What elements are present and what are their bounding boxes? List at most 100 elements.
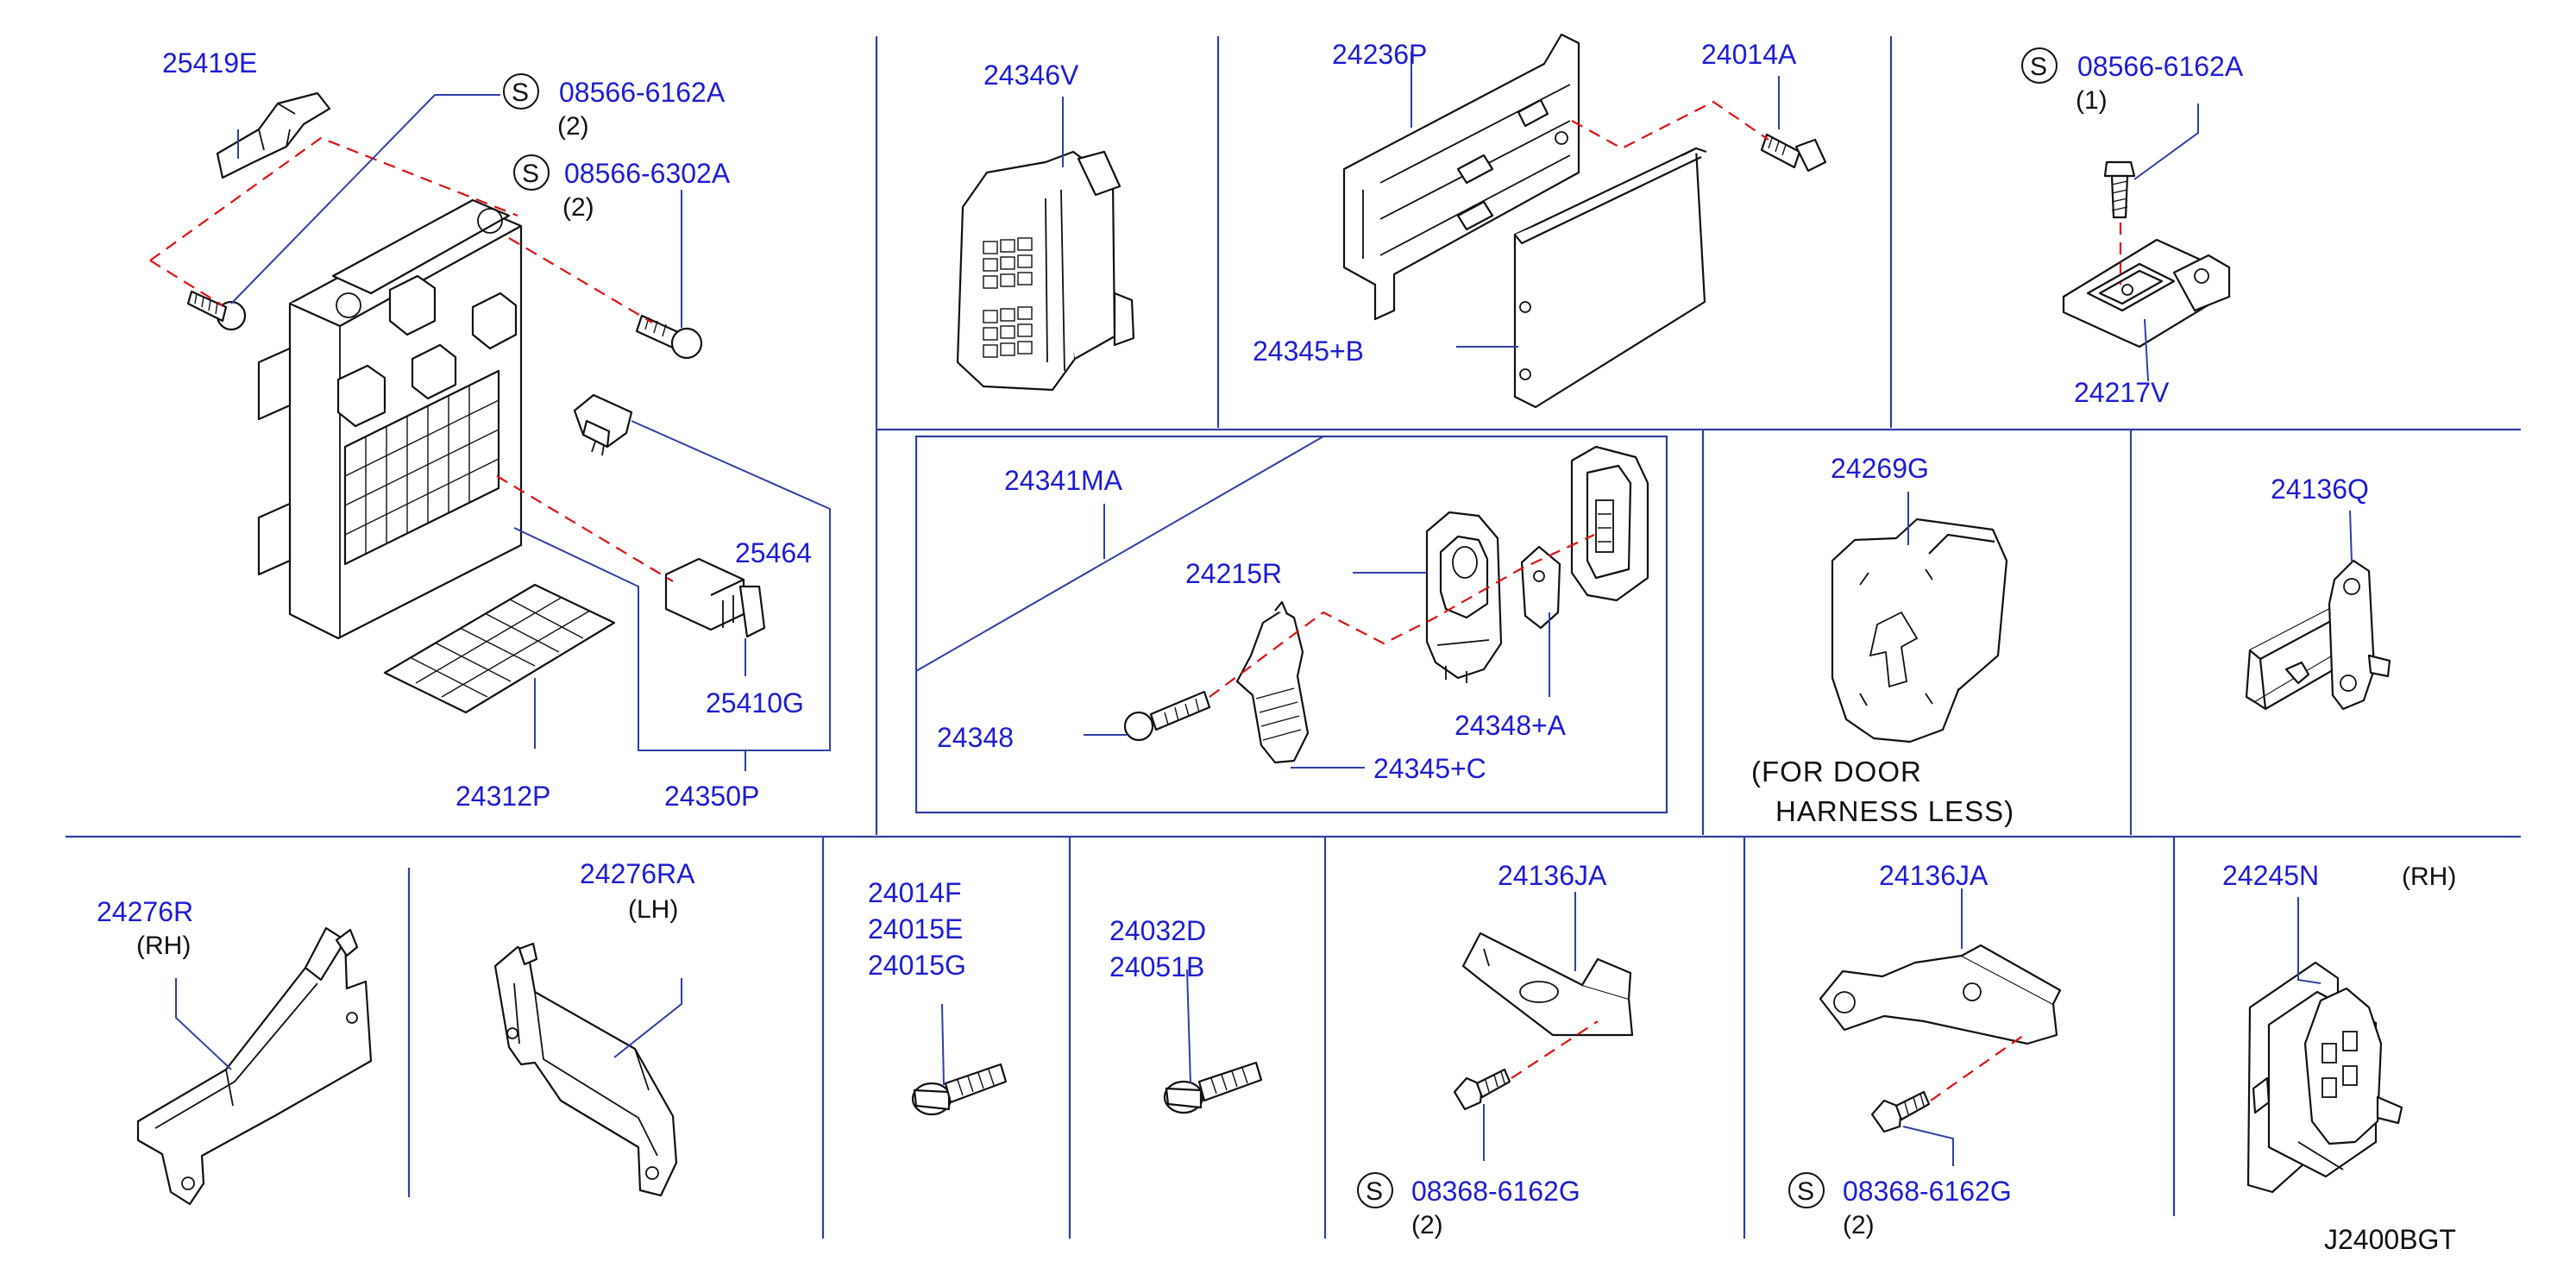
bracket-rh-drawing [136,926,373,1206]
dash-relay [496,475,674,582]
label-bolt-ja-2-qty: (2) [1843,1211,1875,1239]
label-relay: 25410G [706,687,804,718]
junction-box-drawing [257,198,523,640]
dash-bolt-b [508,237,653,323]
label-bolt-set-1-line3: 24015G [868,950,966,981]
s-symbol-circle [1357,1172,1393,1208]
bolt-24348-drawing [1123,690,1211,742]
holder-24215r-drawing [1425,511,1503,683]
label-box-24345b: 24345+B [1253,336,1364,367]
label-bracket-rh-side: (RH) [136,932,191,960]
label-bracket-ja-1: 24136JA [1498,860,1607,891]
label-bolt-set-2-line2: 24051B [1109,951,1204,982]
label-bolt-set-1-line1: 24014F [868,877,962,908]
dash-bracket-ja-2 [1930,1034,2025,1101]
s-symbol-bolt-ja-1: S [1366,1177,1383,1206]
leader-fuse-box [513,420,831,751]
label-bolt-a: 08566-6162A [559,77,726,108]
s-symbol-circle [503,73,539,110]
s-symbol-bolt-a: S [512,78,529,107]
dash-bolt-24014a [1571,100,1769,150]
label-stay-bolt-qty: (1) [2076,86,2108,115]
bolt-set-1-drawing [911,1063,1008,1116]
leader-bracket-rh [175,978,232,1070]
stay-drawing [2062,238,2231,348]
panel-clamp: 24136Q [2245,474,2391,711]
label-holder: 24215R [1185,558,1282,589]
label-clamp: 24136Q [2271,474,2369,505]
panel-stay-top: S 08566-6162A (1) 24217V [2021,47,2244,408]
assembly-box-corner [915,436,1324,672]
clamp-drawing [2245,559,2391,711]
connector-right-drawing [1570,445,1649,602]
label-fuse: 25464 [735,537,812,568]
s-symbol-circle [513,154,550,191]
leader-bolt-a [230,94,500,304]
s-symbol-circle [2021,47,2058,84]
s-symbol-circle [1788,1172,1825,1208]
bolt-6302a-drawing [635,314,703,360]
connector-rh-drawing [2246,961,2403,1194]
bolt-24014a-drawing [1760,133,1827,173]
panel-connector-rh: 24245N (RH) [2222,860,2456,1194]
panel-bracket-unit: 24236P 24014A 24345+B [1253,33,1827,409]
label-assembly: 24341MA [1004,465,1123,496]
diagram-code: J2400BGT [2324,1224,2456,1255]
label-bolt-24014a: 24014A [1701,39,1797,70]
panel-grommet: 24269G (FOR DOOR HARNESS LESS) [1751,453,2014,827]
bolt-ja-2-drawing [1870,1090,1931,1133]
label-cover: 24312P [456,781,550,812]
label-bolt-ja-1: 08368-6162G [1411,1176,1580,1207]
relay-drawing [664,557,766,638]
panel-main-harness: 25419E S 08566-6162A (2) S 08566-6302A (… [149,47,831,812]
label-bolt-24348: 24348 [937,722,1014,753]
label-stay-bolt: 08566-6162A [2077,51,2244,82]
leader-stay [2144,318,2149,382]
label-connector-rh-side: (RH) [2402,863,2456,891]
leader-bolt-set-2 [1186,969,1191,1084]
dash-assembly [1209,534,1595,698]
bracket-ja-2-drawing [1819,944,2062,1045]
bolt-ja-1-drawing [1453,1068,1511,1111]
dash-bracket-ja-1 [1511,1020,1599,1079]
label-bolt-ja-2: 08368-6162G [1843,1176,2012,1207]
label-connector-top: 24346V [983,60,1079,91]
s-symbol-bolt-ja-2: S [1797,1177,1814,1206]
plate-24348a-drawing [1520,545,1561,630]
panel-bracket-ja-2: 24136JA S 08368-6162G (2) [1788,860,2062,1239]
panel-holder-assembly: 24341MA 24215R 24348 24348+A 24345+C [915,436,1649,784]
bracket-24236p-drawing [1342,33,1580,321]
s-symbol-stay-bolt: S [2030,53,2047,81]
label-connector-rh: 24245N [2222,860,2319,891]
cover-drawing [383,583,616,714]
protector-24345c-drawing [1235,600,1310,764]
label-bolt-set-1-line2: 24015E [868,913,963,944]
leader-clamp [2349,510,2353,563]
leader-stay-bolt [2133,104,2199,180]
bolt-stay-drawing [2103,160,2136,219]
label-bracket-rh: 24276R [97,896,193,927]
leader-bolt-ja-2 [1902,1126,1954,1166]
bolt-set-2-drawing [1163,1061,1263,1114]
dash-clip-box [149,136,518,261]
label-protector: 24345+C [1373,753,1486,784]
leader-connector-rh [2297,897,2322,984]
screw-left-drawing [186,290,247,331]
clip-drawing [216,91,331,179]
label-grommet: 24269G [1831,453,1929,484]
bracket-ja-1-drawing [1461,932,1634,1037]
fuse-drawing [573,393,633,456]
box-24345b-drawing [1513,147,1707,409]
connector-top-drawing [956,150,1135,392]
grommet-note-line1: (FOR DOOR [1751,756,1922,787]
leader-bolt-set-1 [941,1003,945,1086]
label-plate: 24348+A [1454,710,1567,741]
label-bolt-a-qty: (2) [557,112,589,141]
panel-frames [66,36,2521,1239]
label-bolt-set-2-line1: 24032D [1109,915,1206,946]
s-symbol-bolt-b: S [522,160,539,188]
label-bolt-b: 08566-6302A [564,158,731,189]
label-bracket-ja-2: 24136JA [1879,860,1989,891]
